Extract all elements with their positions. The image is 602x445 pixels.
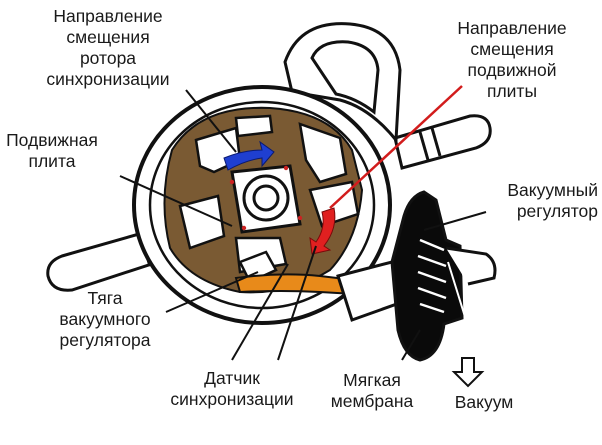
sensor-marks — [229, 165, 303, 231]
vacuum-arrow — [451, 357, 485, 388]
label-rotor-direction: Направление смещения ротора синхронизаци… — [46, 6, 170, 89]
rotor-direction-arrow — [223, 140, 275, 171]
top-handle — [283, 22, 402, 144]
vacuum-regulator-body — [336, 190, 497, 362]
label-soft-membrane: Мягкая мембрана — [330, 370, 414, 411]
label-vacuum-rod: Тяга вакуумного регулятора — [59, 288, 151, 350]
label-vacuum-regulator: Вакуумный регулятор — [507, 180, 598, 221]
label-movable-plate: Подвижная плита — [6, 130, 98, 171]
label-plate-direction: Направление смещения подвижной плиты — [457, 18, 567, 101]
right-shaft — [393, 114, 492, 170]
label-timing-sensor: Датчик синхронизации — [170, 368, 294, 409]
rotor-hub-inner — [252, 184, 280, 212]
plate-direction-arrow — [309, 207, 336, 255]
label-vacuum: Вакуум — [454, 392, 514, 412]
leader-lines — [119, 89, 487, 361]
plate-direction-leader — [329, 85, 463, 209]
